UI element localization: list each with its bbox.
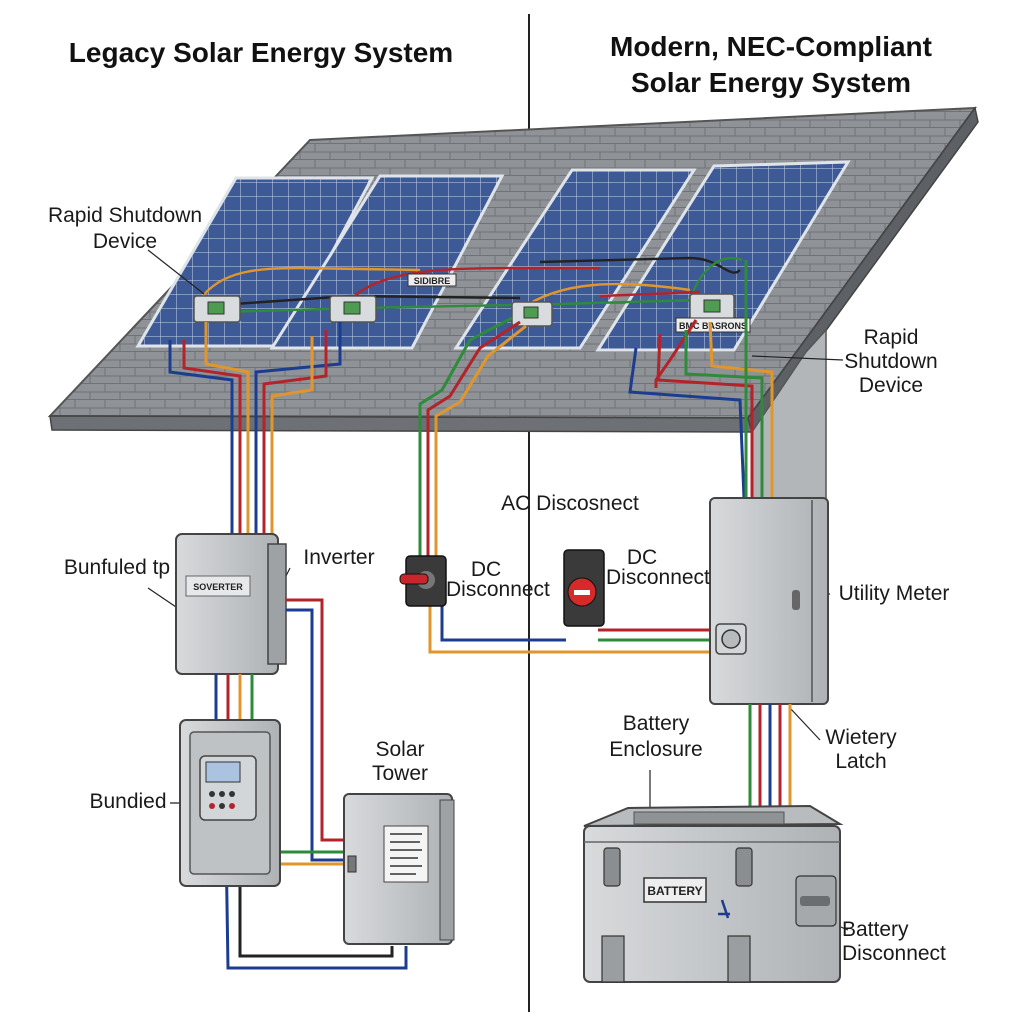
label-rsd-right-1: Rapid bbox=[863, 326, 919, 349]
label-battery-enclosure-2: Enclosure bbox=[609, 738, 703, 761]
label-wietery-latch-1: Wietery bbox=[825, 726, 897, 749]
label-ac-disconnect: AC Discosnect bbox=[501, 492, 639, 515]
label-battery-disconnect-1: Battery bbox=[842, 918, 909, 941]
label-rsd-left-1: Rapid Shutdown bbox=[47, 204, 203, 227]
middle-wires bbox=[418, 316, 722, 654]
label-rsd-left-2: Device bbox=[92, 230, 158, 253]
label-utility-meter: Utility Meter bbox=[838, 582, 950, 605]
meter-battery-wires bbox=[748, 704, 792, 810]
label-dc-left-2: Disconnect bbox=[446, 578, 550, 601]
title-modern-line2: Solar Energy System bbox=[630, 67, 912, 98]
utility-meter-cabinet bbox=[709, 497, 829, 705]
solar-tower-box bbox=[343, 793, 455, 945]
roof-tag-mid bbox=[407, 273, 457, 287]
ac-disconnect bbox=[563, 549, 605, 627]
label-battery-enclosure-1: Battery bbox=[622, 712, 690, 735]
dc-disconnect-left bbox=[399, 555, 447, 607]
title-legacy: Legacy Solar Energy System bbox=[68, 37, 454, 68]
label-rsd-right-3: Device bbox=[858, 374, 924, 397]
battery-box-text: BATTERY bbox=[647, 884, 702, 898]
roof-tag-mid-text: SIDIBRE bbox=[414, 276, 451, 286]
label-wietery-latch-2: Latch bbox=[835, 750, 887, 773]
inverter-box-text: SOVERTER bbox=[193, 582, 243, 592]
title-modern-line1: Modern, NEC-Compliant bbox=[610, 31, 932, 62]
label-bundled-to: Bunfuled tp bbox=[63, 556, 171, 579]
label-solar-tower-2: Tower bbox=[371, 762, 429, 785]
battery-unit: BATTERY bbox=[583, 804, 844, 983]
label-rsd-right-2: Shutdown bbox=[844, 350, 938, 373]
label-solar-tower-1: Solar bbox=[375, 738, 425, 761]
label-bundied: Bundied bbox=[89, 790, 167, 813]
bundied-box bbox=[179, 719, 281, 887]
label-dc-right-1: DC bbox=[626, 546, 658, 569]
label-battery-disconnect-2: Disconnect bbox=[842, 942, 946, 965]
left-vertical-wires bbox=[168, 322, 342, 534]
roof-tag-right-text: BMC BASRONS bbox=[679, 321, 747, 331]
solar-panel bbox=[595, 160, 851, 352]
label-inverter: Inverter bbox=[303, 546, 375, 569]
rsd-boxes: BMC BASRONS SIDIBRE bbox=[193, 273, 751, 333]
inverter: SOVERTER bbox=[175, 533, 287, 675]
right-wires bbox=[628, 260, 774, 499]
label-dc-right-2: Disconnect bbox=[606, 566, 710, 589]
label-dc-left-1: DC bbox=[470, 558, 502, 581]
